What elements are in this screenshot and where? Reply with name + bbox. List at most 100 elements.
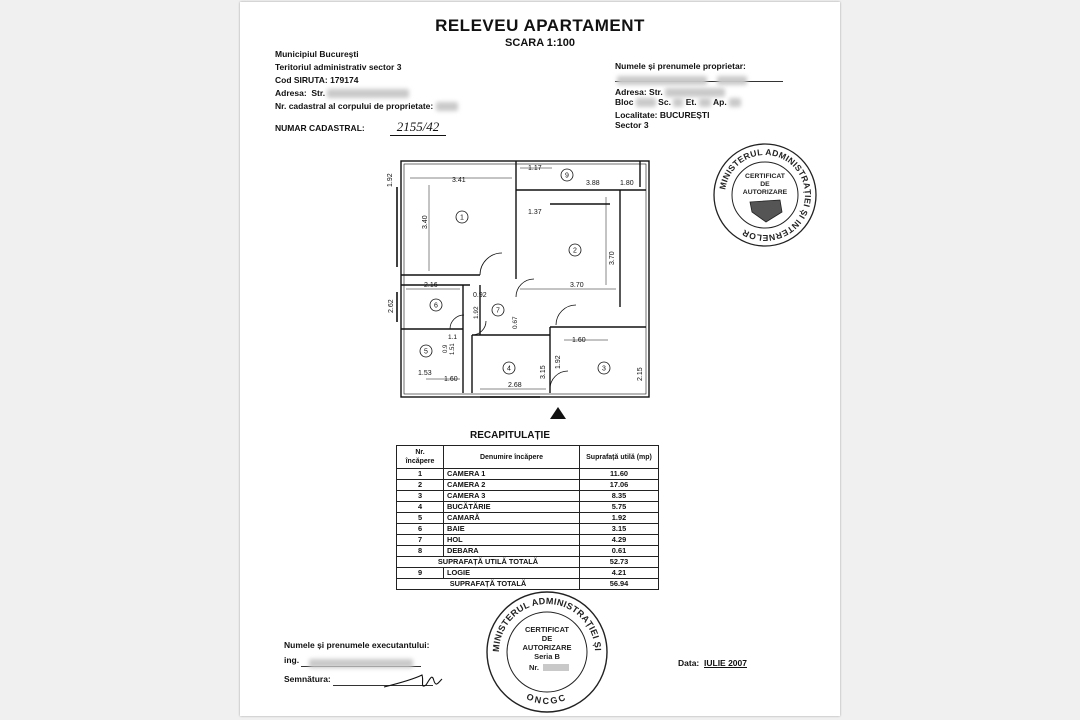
total-util-value: 52.73 xyxy=(579,556,659,568)
redacted-ap xyxy=(729,98,742,108)
recap-table: Nr. încăpere Denumire încăpere Suprafață… xyxy=(396,445,659,590)
row-nr: 1 xyxy=(396,468,444,480)
logie-nr: 9 xyxy=(396,567,444,579)
dim-3-40: 3.40 xyxy=(422,215,429,229)
row-name: HOL xyxy=(443,534,580,546)
row-area: 4.29 xyxy=(579,534,659,546)
numar-cadastral-value: 2155/42 xyxy=(390,119,446,136)
redacted-et xyxy=(698,98,711,108)
date-label: Data: xyxy=(678,658,700,668)
row-nr: 2 xyxy=(396,479,444,491)
signature-scribble xyxy=(383,674,443,688)
date-line: Data: IULIE 2007 xyxy=(678,657,747,670)
siruta-text: Cod SIRUTA: 179174 xyxy=(275,75,359,85)
owner-value-line xyxy=(615,72,783,86)
redacted-street xyxy=(327,89,410,99)
cadastral-line: Nr. cadastral al corpului de proprietate… xyxy=(275,100,458,113)
dim-0-92: 0.92 xyxy=(473,292,487,299)
bloc-label: Bloc xyxy=(615,97,634,107)
dim-3-70-horizontal: 3.70 xyxy=(570,282,584,289)
row-area: 0.61 xyxy=(579,545,659,557)
redacted-stamp-nr xyxy=(543,664,569,671)
row-name: DEBARA xyxy=(443,545,580,557)
row-nr: 4 xyxy=(396,501,444,513)
signature-line: Semnătura: xyxy=(284,673,434,686)
right-address-line: Adresa: Str. xyxy=(615,86,741,99)
room-7-label: 7 xyxy=(496,308,500,315)
address-line: Adresa: Str. xyxy=(275,87,458,100)
floor-plan-windows xyxy=(396,187,610,398)
stamp-bottom-line3: AUTORIZARE xyxy=(522,643,571,652)
recap-header-name: Denumire încăpere xyxy=(443,445,580,469)
numar-cadastral-label: NUMAR CADASTRAL: xyxy=(275,123,365,133)
dim-3-70-vertical: 3.70 xyxy=(609,251,616,265)
right-address-block: Adresa: Str. Bloc Sc. Et. Ap. Localitate… xyxy=(615,86,742,132)
row-nr: 5 xyxy=(396,512,444,524)
row-nr: 3 xyxy=(396,490,444,502)
redacted-cadastral xyxy=(435,102,458,112)
row-area: 5.75 xyxy=(579,501,659,513)
total-label: SUPRAFAȚĂ TOTALĂ xyxy=(396,578,580,590)
dim-0-9: 0.9 xyxy=(443,344,449,353)
redacted-bloc xyxy=(635,98,656,108)
entrance-arrow-icon xyxy=(550,407,566,419)
logie-area: 4.21 xyxy=(579,567,659,579)
owner-label: Numele și prenumele proprietar: xyxy=(615,61,746,71)
row-area: 3.15 xyxy=(579,523,659,535)
row-nr: 7 xyxy=(396,534,444,546)
logie-name: LOGIE xyxy=(443,567,580,579)
street-label: Str. xyxy=(311,88,326,98)
stamp-top-line2: DE xyxy=(760,181,770,188)
dim-2-15: 2.15 xyxy=(637,367,644,381)
signature-underline xyxy=(333,676,434,686)
redacted-right-street xyxy=(665,88,726,98)
date-value: IULIE 2007 xyxy=(704,658,747,668)
room-9-label: 9 xyxy=(565,173,569,180)
dim-2-16: 2.16 xyxy=(424,282,438,289)
stamp-top-emblem xyxy=(749,199,783,223)
dim-1-1: 1.1 xyxy=(448,334,457,341)
dim-1-92-mid: 1.92 xyxy=(473,306,480,319)
row-name: BAIE xyxy=(443,523,580,535)
room-labels: 1 2 3 4 5 6 7 9 xyxy=(419,168,611,375)
executant-value-line xyxy=(301,657,422,669)
dim-1-60-left: 1.60 xyxy=(444,376,458,383)
row-nr: 8 xyxy=(396,545,444,557)
room-1-label: 1 xyxy=(460,215,464,222)
row-name: CAMARĂ xyxy=(443,512,580,524)
dim-1-51: 1.51 xyxy=(450,343,456,355)
stamp-top-line1: CERTIFICAT xyxy=(745,173,786,180)
room-3-label: 3 xyxy=(602,366,606,373)
dim-1-17: 1.17 xyxy=(528,165,542,172)
stamp-bottom-line4: Seria B xyxy=(534,652,560,661)
stamp-bottom-oncgc: ONCGC xyxy=(525,691,567,706)
recap-header-area: Suprafață utilă (mp) xyxy=(579,445,659,469)
row-area: 17.06 xyxy=(579,479,659,491)
row-area: 1.92 xyxy=(579,512,659,524)
svg-text:ONCGC: ONCGC xyxy=(525,691,569,706)
row-name: CAMERA 3 xyxy=(443,490,580,502)
redacted-owner-2 xyxy=(717,76,748,86)
room-5-label: 5 xyxy=(424,349,428,356)
ap-label: Ap. xyxy=(712,97,727,107)
authorization-stamp-top: MINISTERUL ADMINISTRAȚIEI ȘI INTERNELOR … xyxy=(713,143,817,247)
dim-0-67: 0.67 xyxy=(512,316,519,329)
dim-1-37: 1.37 xyxy=(528,209,542,216)
dim-2-68: 2.68 xyxy=(508,382,522,389)
et-label: Et. xyxy=(685,97,697,107)
cadastral-label: Nr. cadastral al corpului de proprietate… xyxy=(275,101,434,111)
row-nr: 6 xyxy=(396,523,444,535)
stamp-top-line3: AUTORIZARE xyxy=(743,189,788,196)
dimension-lines xyxy=(406,167,616,390)
locality-line: Localitate: BUCUREȘTI xyxy=(615,109,741,122)
recap-header-nr: Nr. încăpere xyxy=(396,445,444,469)
dim-3-88: 3.88 xyxy=(586,180,600,187)
redacted-executant xyxy=(309,659,414,669)
ing-label: ing. xyxy=(284,655,300,665)
right-street-label: Str. xyxy=(649,87,663,97)
